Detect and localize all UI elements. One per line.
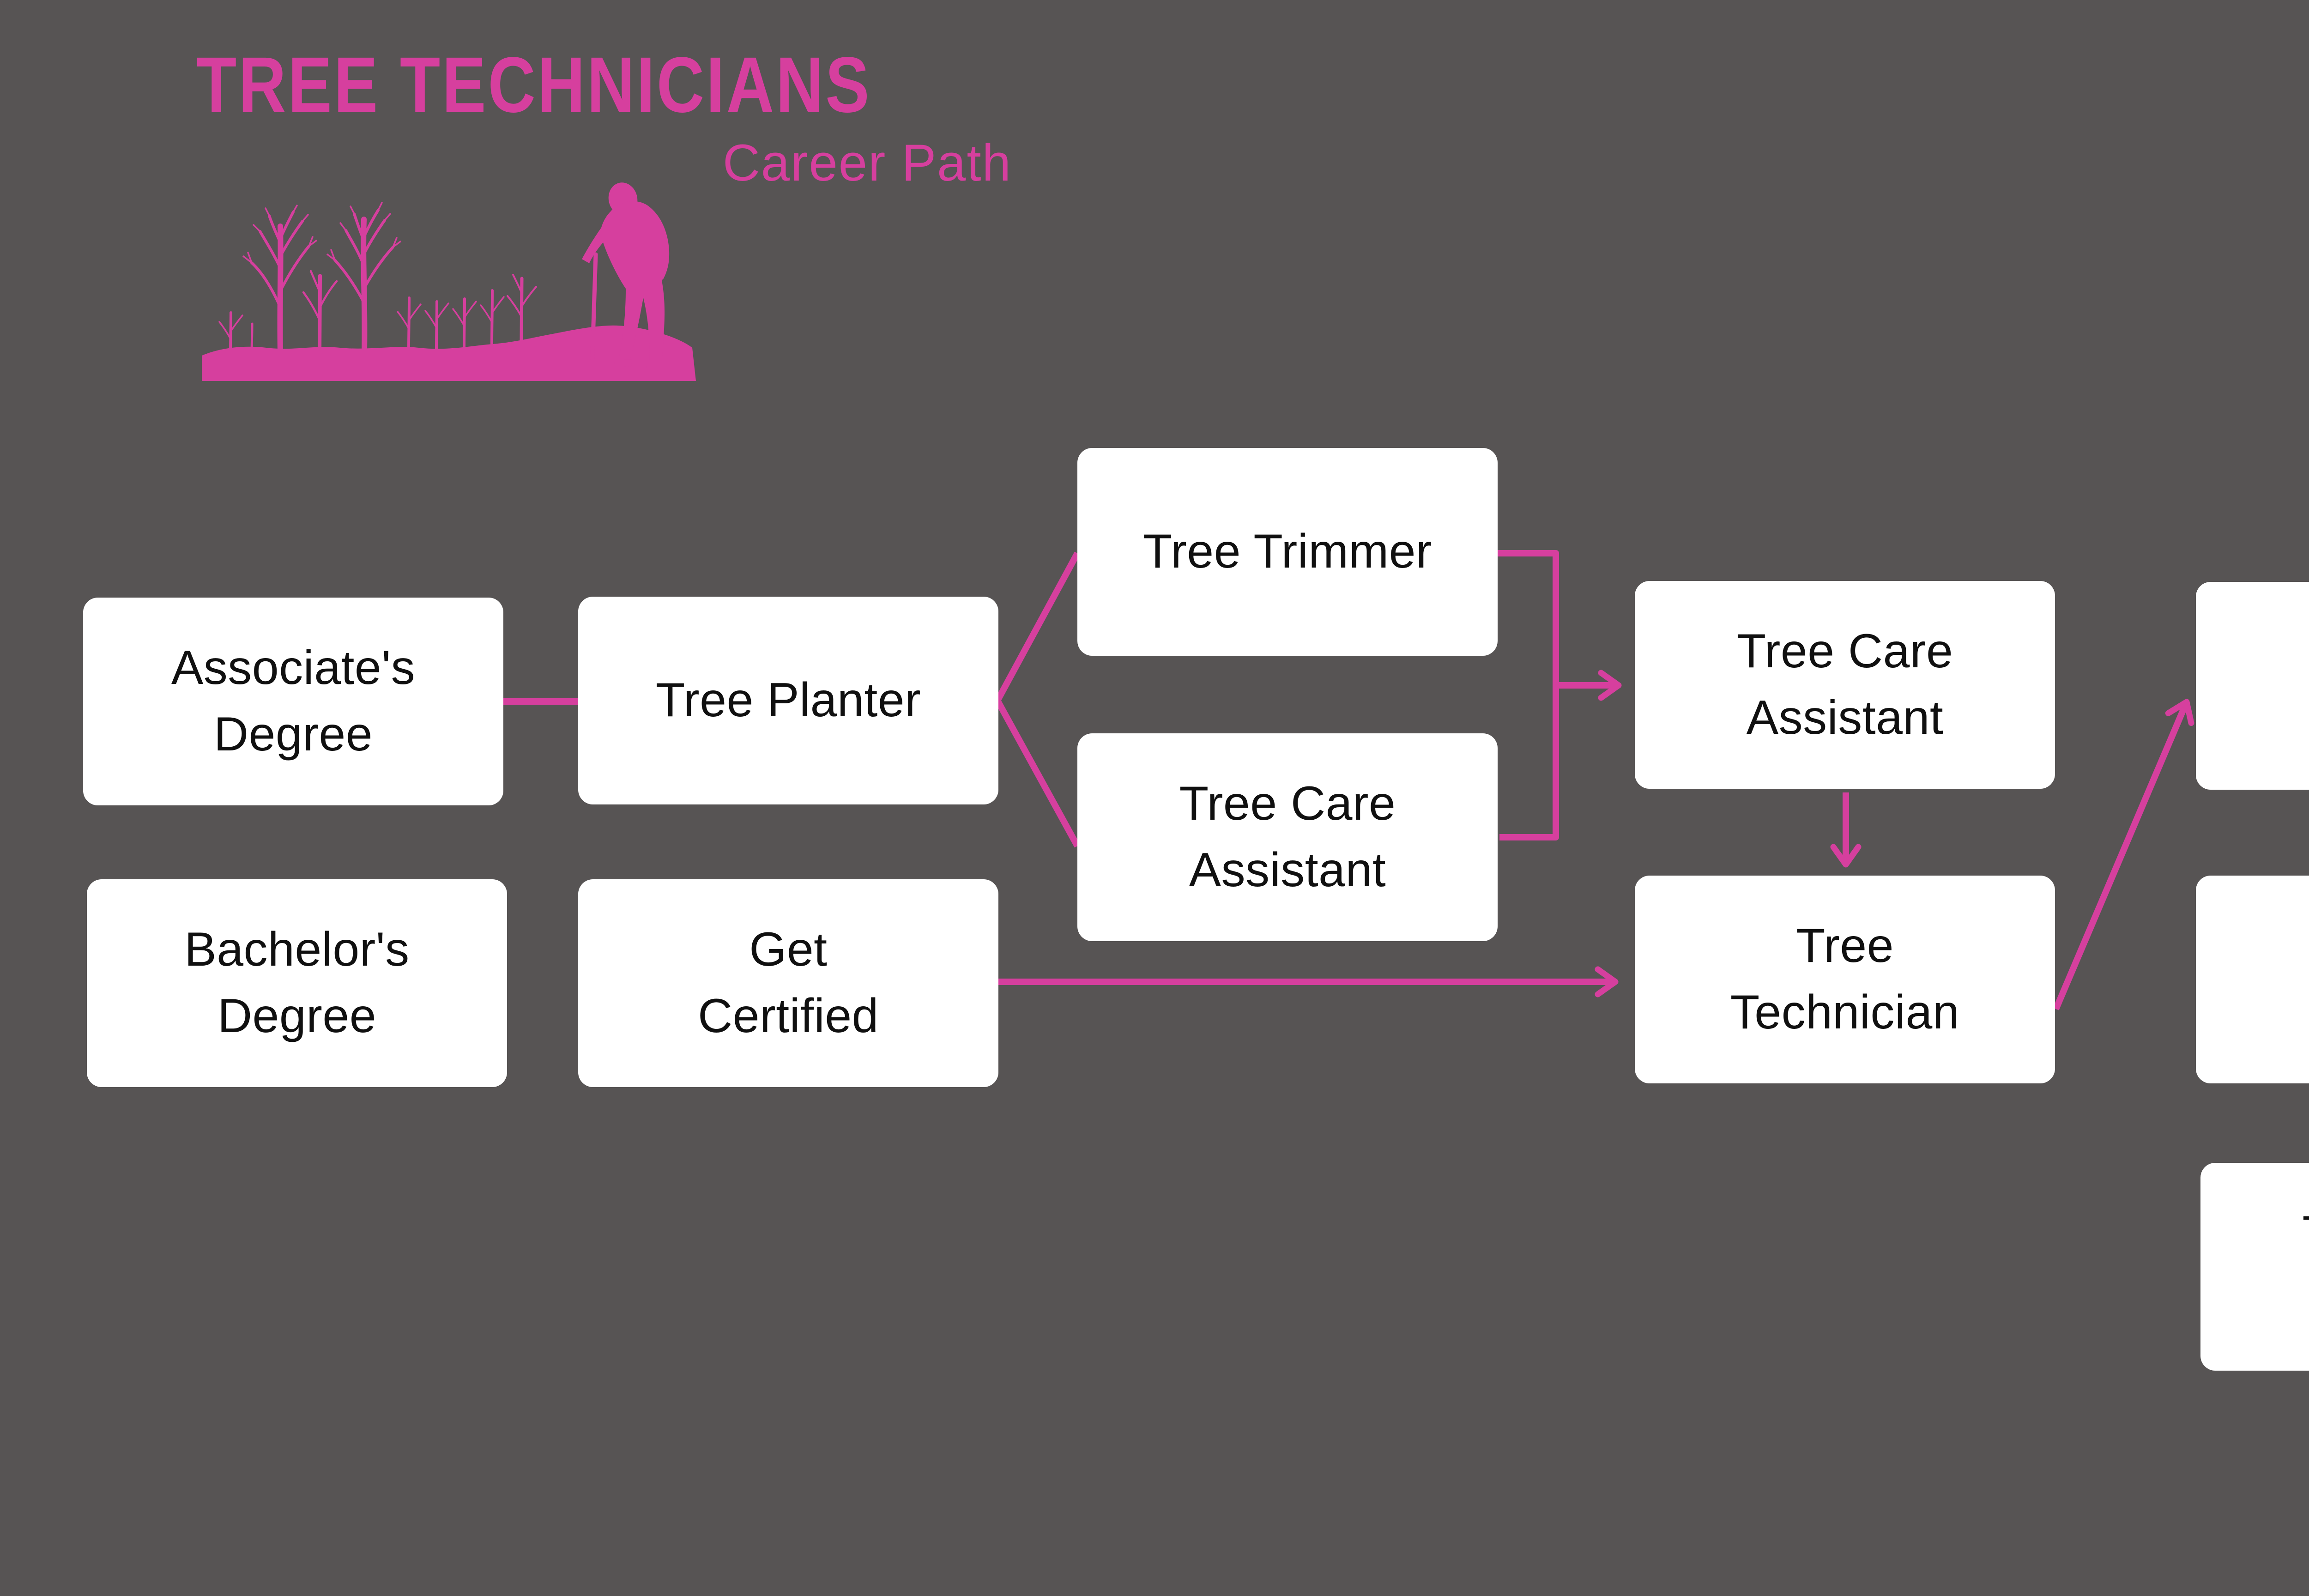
node-associates-degree: Associate's Degree [83,598,503,805]
node-label: Bachelor's Degree [184,923,410,1043]
ground [202,325,696,381]
node-label: Get Certified [698,923,879,1043]
node-tree-technician: Tree Technician [1635,876,2055,1083]
node-tree-care-manager: Tree Care Manager [2200,1163,2309,1371]
node-bachelors-degree: Bachelor's Degree [87,879,507,1087]
node-label: Tree Care Assistant [1736,624,1953,744]
node-label: Tree Care Assistant [1179,777,1396,897]
node-label: Associate's Degree [171,641,416,761]
bare-trees-icon [218,202,537,359]
node-get-certified: Get Certified [578,879,998,1087]
connector-trimmer-assistant-merge [1498,550,1559,840]
connector-technician-to-arborist [2053,699,2194,1010]
node-arborist: Arborist [2196,582,2309,790]
node-tree-trimmer: Tree Trimmer [1077,448,1498,656]
node-tree-care-assistant-entry: Tree Care Assistant [1077,733,1498,941]
node-label: Tree Care Manager [2303,1200,2309,1333]
node-label: Tree Trimmer [1142,525,1433,579]
page-subtitle: Career Path [723,134,1012,192]
connector-planter-fork [994,551,1081,848]
tree-planting-illustration [202,182,696,381]
node-tree-care-assistant: Tree Care Assistant [1635,581,2055,789]
node-tree-planter: Tree Planter [578,597,998,804]
node-label: Tree Technician [1730,919,1960,1039]
planter-silhouette-icon [582,182,670,369]
node-senior-arborist: Senior Arborist [2196,876,2309,1083]
node-label: Tree Planter [655,673,921,727]
page-title: TREE TECHNICIANS [196,40,871,129]
